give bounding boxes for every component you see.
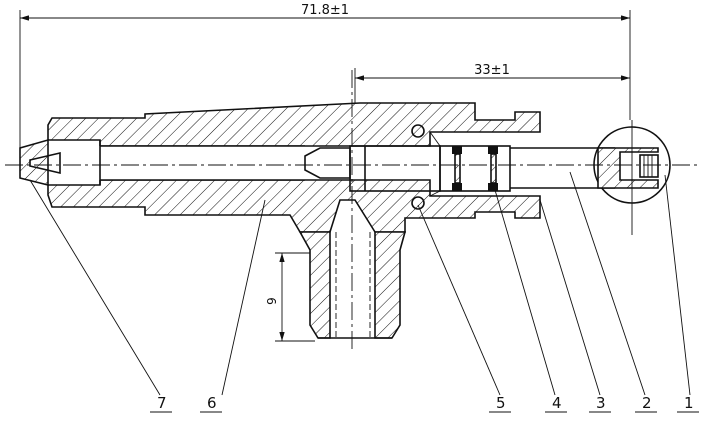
end-cap-detail <box>593 120 671 235</box>
callout-6: 6 <box>207 394 217 412</box>
callout-7: 7 <box>157 394 167 412</box>
center-lines <box>5 70 700 350</box>
piston-assembly <box>304 124 615 210</box>
dimension-overall-length-text: 71.8±1 <box>301 3 349 18</box>
dimension-thread-length-text: 9 <box>265 297 279 305</box>
inner-bore <box>29 140 305 185</box>
callout-4: 4 <box>552 394 562 412</box>
callout-1: 1 <box>684 394 694 412</box>
part-callouts: 7 6 5 4 3 2 1 <box>150 394 699 413</box>
body-housing <box>19 102 541 339</box>
callout-2: 2 <box>642 394 652 412</box>
callout-3: 3 <box>596 394 606 412</box>
dimension-thread-length: 9 <box>265 252 315 342</box>
callout-5: 5 <box>496 394 506 412</box>
dimension-partial-length-text: 33±1 <box>474 63 510 78</box>
leader-lines <box>29 171 691 396</box>
dimension-overall-length: 71.8±1 <box>19 3 631 150</box>
